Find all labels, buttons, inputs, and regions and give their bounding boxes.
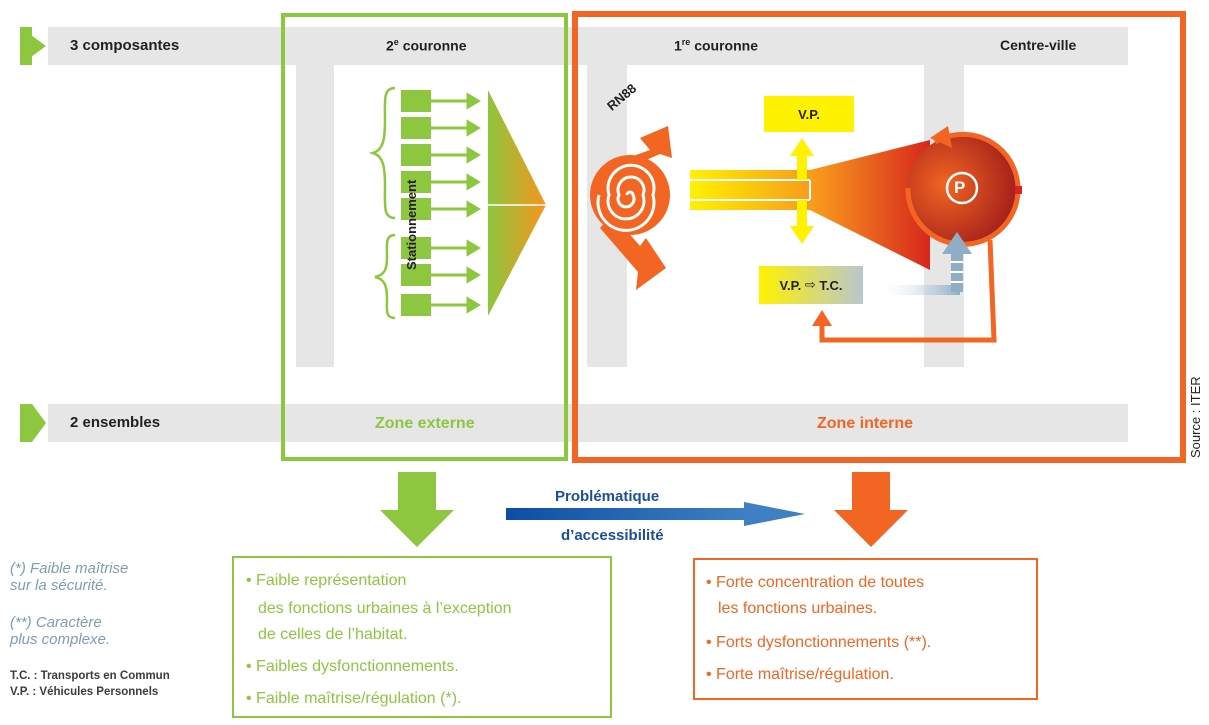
external-item1-line2: des fonctions urbaines à l’exception [258,600,512,617]
external-item1-line1: • Faible représentation [246,572,407,589]
internal-item2: • Forts dysfonctionnements (**). [706,634,932,651]
external-list-box [232,556,612,718]
problem-line1: Problématique [555,488,660,505]
parking-squares [401,90,431,316]
internal-list-box [693,558,1038,700]
legend-tc: T.C. : Transports en Commun [10,670,170,682]
internal-item1-line2: les fonctions urbaines. [718,600,878,617]
note2-line1: (**) Caractère [10,614,102,631]
parking-symbol: P [954,178,966,197]
center-circle [907,135,1017,245]
parking-symbol-circle [945,171,979,205]
problem-line2: d’accessibilité [561,527,664,544]
ensembles-band [48,404,1128,442]
first-ring-header: 1re couronne [674,37,758,54]
external-item2: • Faibles dysfonctionnements. [246,658,459,675]
ensembles-label: 2 ensembles [70,414,161,431]
vp-arrows [790,138,814,244]
problem-arrow [506,502,805,526]
parking-arrows [431,92,481,314]
external-down-arrow [380,472,454,547]
return-loop [819,239,997,343]
parking-vertical-label: Stationnement [404,179,419,270]
legend-vp: V.P. : Véhicules Personnels [10,686,159,698]
components-band-tab-body [20,27,32,65]
note1-line1: (*) Faible maîtrise [10,560,129,577]
brace-bottom [374,233,396,320]
city-center-header: Centre-ville [1000,37,1077,53]
brace-top [368,86,396,220]
source-label: Source : ITER [1188,376,1203,458]
note1-line2: sur la sécurité. [10,577,108,594]
second-ring-bar [296,27,334,367]
internal-item1-line1: • Forte concentration de toutes [706,574,925,591]
external-item1-line3: de celles de l’habitat. [258,626,408,643]
components-label: 3 composantes [70,37,180,54]
internal-item3: • Forte maîtrise/régulation. [706,666,894,683]
internal-zone-label: Zone interne [817,415,914,432]
ensembles-band-tab [20,404,32,442]
ensembles-band-tab-arrow [32,404,46,442]
vp-box: V.P. [764,96,854,132]
concentration-triangle [488,90,546,316]
traffic-beam [690,140,930,270]
internal-down-arrow [834,472,908,547]
external-zone-label: Zone externe [375,415,475,432]
vp-tc-box: V.P. ⇨ T.C. [759,266,863,304]
external-zone-frame [281,13,568,461]
external-item3: • Faible maîtrise/régulation (*). [246,690,462,707]
note2-line2: plus complexe. [10,631,111,648]
internal-zone-frame [572,11,1186,463]
second-ring-header: 2e couronne [386,37,467,54]
rn88-roundabout [590,155,670,235]
